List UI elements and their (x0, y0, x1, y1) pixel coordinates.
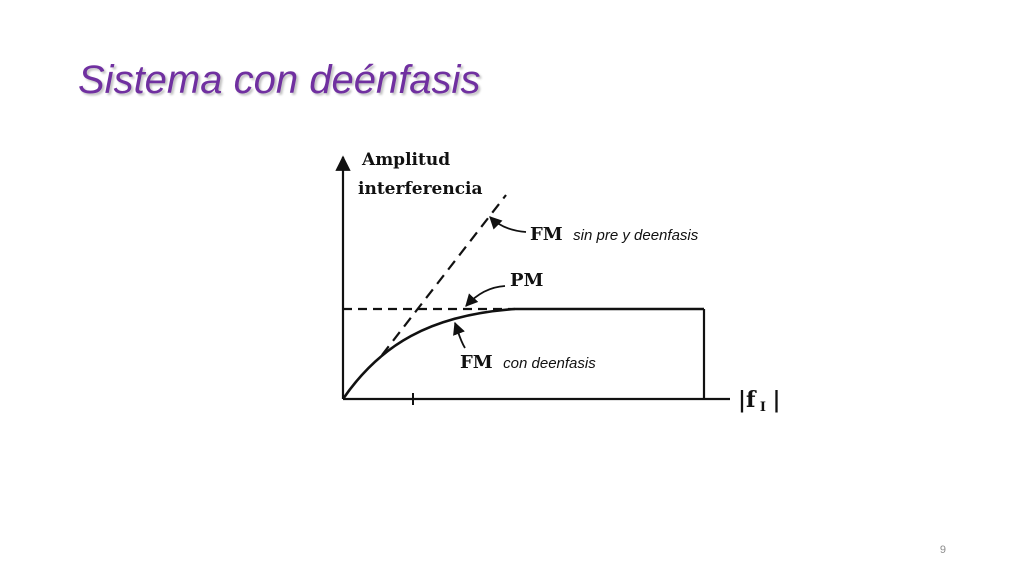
x-axis-label-main: |f (738, 387, 757, 413)
x-axis-label-subscript: I (760, 400, 766, 415)
fm-sin-label-text: sin pre y deenfasis (573, 227, 699, 244)
pm-label: PM (510, 270, 544, 291)
x-axis-label-close: | (772, 387, 780, 413)
fm-con-label-text: con deenfasis (503, 355, 596, 372)
fm-con-label-bold: FM (460, 352, 493, 373)
fm-sin-curve (381, 194, 507, 356)
fm-con-arrow (453, 321, 466, 349)
y-axis-label-line1: Amplitud (361, 150, 450, 170)
diagram-svg: Amplitud interferencia FM sin pre y deen… (335, 150, 780, 415)
page-number: 9 (939, 544, 946, 556)
fm-con-curve (341, 307, 704, 400)
slide-title: Sistema con deénfasis (78, 58, 481, 102)
fm-sin-label: FM sin pre y deenfasis (530, 224, 699, 245)
x-axis-label: |f I | (738, 387, 780, 415)
y-axis-label-line2: interferencia (358, 179, 483, 199)
pm-arrow (465, 285, 506, 307)
fm-sin-arrow (489, 216, 527, 233)
interference-diagram: Amplitud interferencia FM sin pre y deen… (300, 135, 800, 425)
fm-sin-label-bold: FM (530, 224, 563, 245)
fm-con-label: FM con deenfasis (460, 352, 596, 373)
